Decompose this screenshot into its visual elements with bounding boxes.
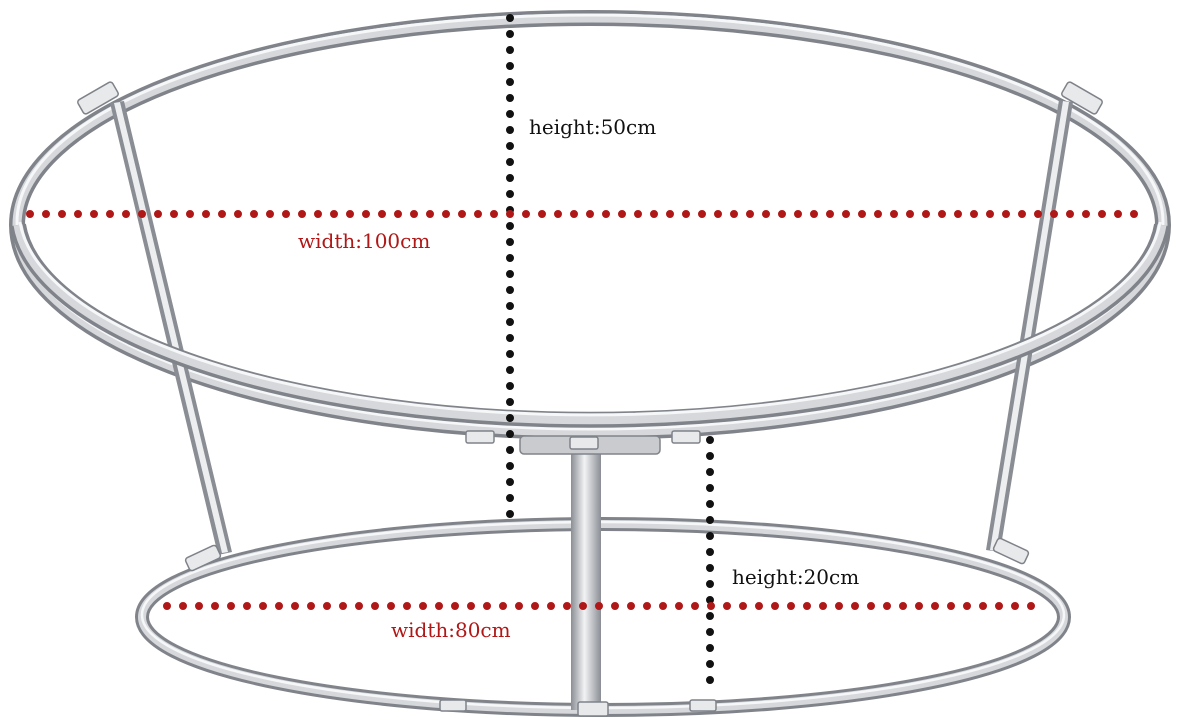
top-width-label: width:100cm [298,229,431,253]
base-width-label: width:80cm [391,618,511,642]
top-ring [9,10,1171,440]
base-height-label: height:20cm [732,565,860,589]
base-ring [135,517,1071,717]
top-ring-front [10,221,1170,428]
top-height-label: height:50cm [529,115,657,139]
center-post [519,435,661,710]
joint-clips [77,81,1103,717]
